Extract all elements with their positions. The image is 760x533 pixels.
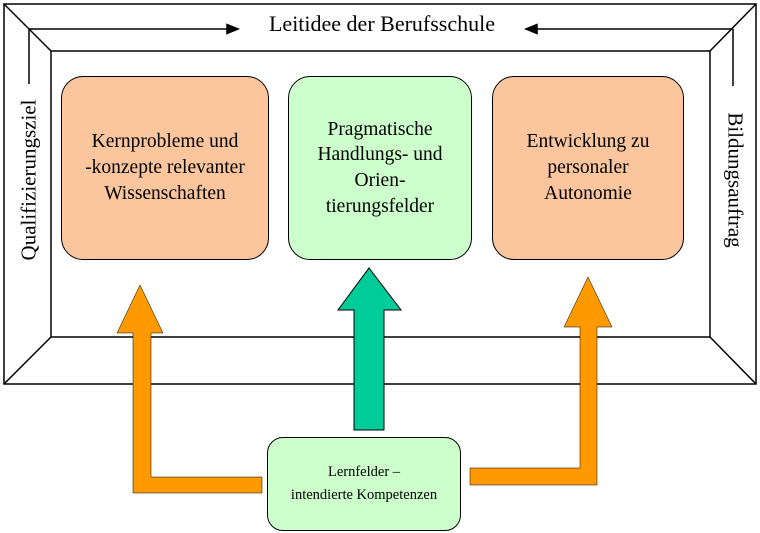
side-label-left: Qualifizierungsziel bbox=[16, 99, 41, 261]
arrow-left-orange bbox=[116, 284, 263, 494]
side-lines bbox=[28, 29, 734, 86]
box-autonomie-text: Entwicklung zu personaler Autonomie bbox=[526, 131, 650, 204]
box-autonomie: Entwicklung zu personaler Autonomie bbox=[492, 76, 684, 260]
frame-corner-tl bbox=[3, 3, 52, 52]
title-arrow-left-head bbox=[226, 23, 240, 35]
box-kernprobleme-text: Kernprobleme und -konzepte relevanter Wi… bbox=[85, 131, 245, 204]
side-label-right: Bildungsauftrag bbox=[723, 112, 748, 248]
title-arrows bbox=[29, 23, 733, 35]
box-kernprobleme: Kernprobleme und -konzepte relevanter Wi… bbox=[61, 76, 269, 260]
title-label: Leitidee der Berufsschule bbox=[268, 11, 495, 36]
box-handlungsfelder: Pragmatische Handlungs- und Orien- tieru… bbox=[288, 76, 472, 260]
frame-corner-bl bbox=[3, 336, 52, 385]
frame-corner-br bbox=[709, 336, 757, 385]
arrow-right-orange bbox=[469, 276, 613, 486]
box-lernfelder-text: Lernfelder – intendierte Kompetenzen bbox=[290, 463, 438, 503]
box-lernfelder: Lernfelder – intendierte Kompetenzen bbox=[267, 437, 461, 531]
frame-corner-tr bbox=[709, 3, 757, 52]
box-handlungsfelder-text: Pragmatische Handlungs- und Orien- tieru… bbox=[317, 118, 443, 217]
title-arrow-right-head bbox=[524, 23, 538, 35]
arrow-middle-teal bbox=[337, 267, 403, 431]
